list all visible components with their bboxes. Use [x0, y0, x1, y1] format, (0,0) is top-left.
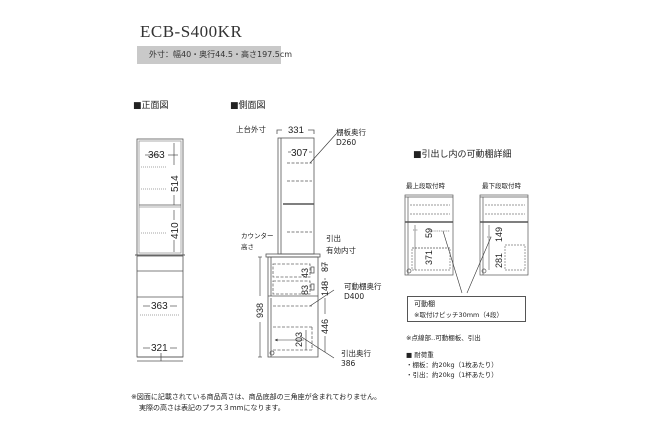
shelf-depth-label: 棚板奥行: [336, 128, 366, 137]
load-capacity-shelf: ・棚板：約20kg（1枚あたり）: [406, 361, 498, 369]
front-view-drawing: [135, 138, 185, 362]
side-view-dimensions: [258, 133, 337, 359]
dim-detail-bottom-149: 149: [494, 227, 504, 242]
dim-detail-top-371: 371: [424, 250, 434, 265]
dim-front-514: 514: [170, 175, 181, 192]
drawer-depth-label: 引出奥行: [341, 349, 371, 358]
counter-label-1: カウンター: [241, 232, 274, 240]
detail-bottom-drawing: [479, 194, 529, 276]
front-view-dimensions: [143, 143, 178, 349]
shelf-depth-value: D260: [336, 138, 357, 147]
load-capacity-title: ■ 耐荷重: [406, 351, 434, 359]
side-view-drawing: [265, 129, 321, 358]
dim-side-87: 87: [320, 262, 330, 272]
detail-bottom-dims: [487, 225, 492, 270]
footnote-line2: 実際の高さは表記のプラス３mmになります。: [139, 404, 285, 412]
dim-side-307: 307: [291, 148, 308, 159]
footnote-line1: ※図面に記載されている商品高さは、商品底部の三角座が含まれておりません。: [131, 393, 382, 401]
detail-bottom-label: 最下段取付時: [482, 182, 521, 190]
detail-top-label: 最上段取付時: [406, 182, 445, 190]
movable-shelf-note-box: 可動棚 ※取付けピッチ30mm（4段）: [407, 296, 526, 322]
dim-side-148: 148: [320, 281, 330, 296]
detail-leaders: [442, 230, 492, 294]
dim-side-43: 43: [300, 268, 310, 278]
detail-top-drawing: [404, 194, 454, 276]
dim-front-410: 410: [170, 222, 181, 239]
drawer-inner-label-1: 引出: [326, 234, 341, 243]
dim-detail-top-59: 59: [424, 228, 434, 238]
outer-dimensions-bar: 外寸：幅40・奥行44.5・高さ197.5cm: [137, 46, 292, 64]
dim-front-321: 321: [151, 343, 168, 354]
dim-side-331: 331: [288, 125, 304, 136]
dotted-line-note: ※点線部‥可動棚板、引出: [406, 334, 481, 342]
detail-title: ■引出し内の可動棚詳細: [413, 150, 512, 160]
movable-shelf-label: 可動棚奥行: [344, 282, 382, 291]
counter-label-2: 高さ: [241, 243, 254, 251]
dim-detail-bottom-281: 281: [494, 253, 504, 268]
dim-side-203: 203: [294, 332, 304, 347]
upper-outer-label: 上台外寸: [236, 125, 266, 134]
drawer-depth-value: 386: [341, 359, 356, 368]
dim-side-938: 938: [255, 303, 265, 318]
dim-front-363-drawer: 363: [151, 301, 168, 312]
front-view-title: ■正面図: [133, 101, 169, 111]
model-name: ECB-S400KR: [140, 22, 243, 41]
outer-dimensions-text: 外寸：幅40・奥行44.5・高さ197.5cm: [149, 50, 293, 59]
side-view-title: ■側面図: [230, 101, 266, 111]
movable-shelf-value: D400: [344, 292, 365, 301]
drawer-inner-label-2: 有効内寸: [326, 246, 356, 255]
load-capacity-drawer: ・引出：約20kg（1杯あたり）: [406, 371, 498, 379]
note-box-line1: 可動棚: [414, 300, 435, 308]
dim-side-446: 446: [320, 319, 330, 334]
dim-front-363-upper: 363: [148, 150, 165, 161]
note-box-line2: ※取付けピッチ30mm（4段）: [414, 311, 504, 319]
detail-top-dims: [413, 225, 418, 270]
dim-side-83: 83: [300, 285, 310, 295]
